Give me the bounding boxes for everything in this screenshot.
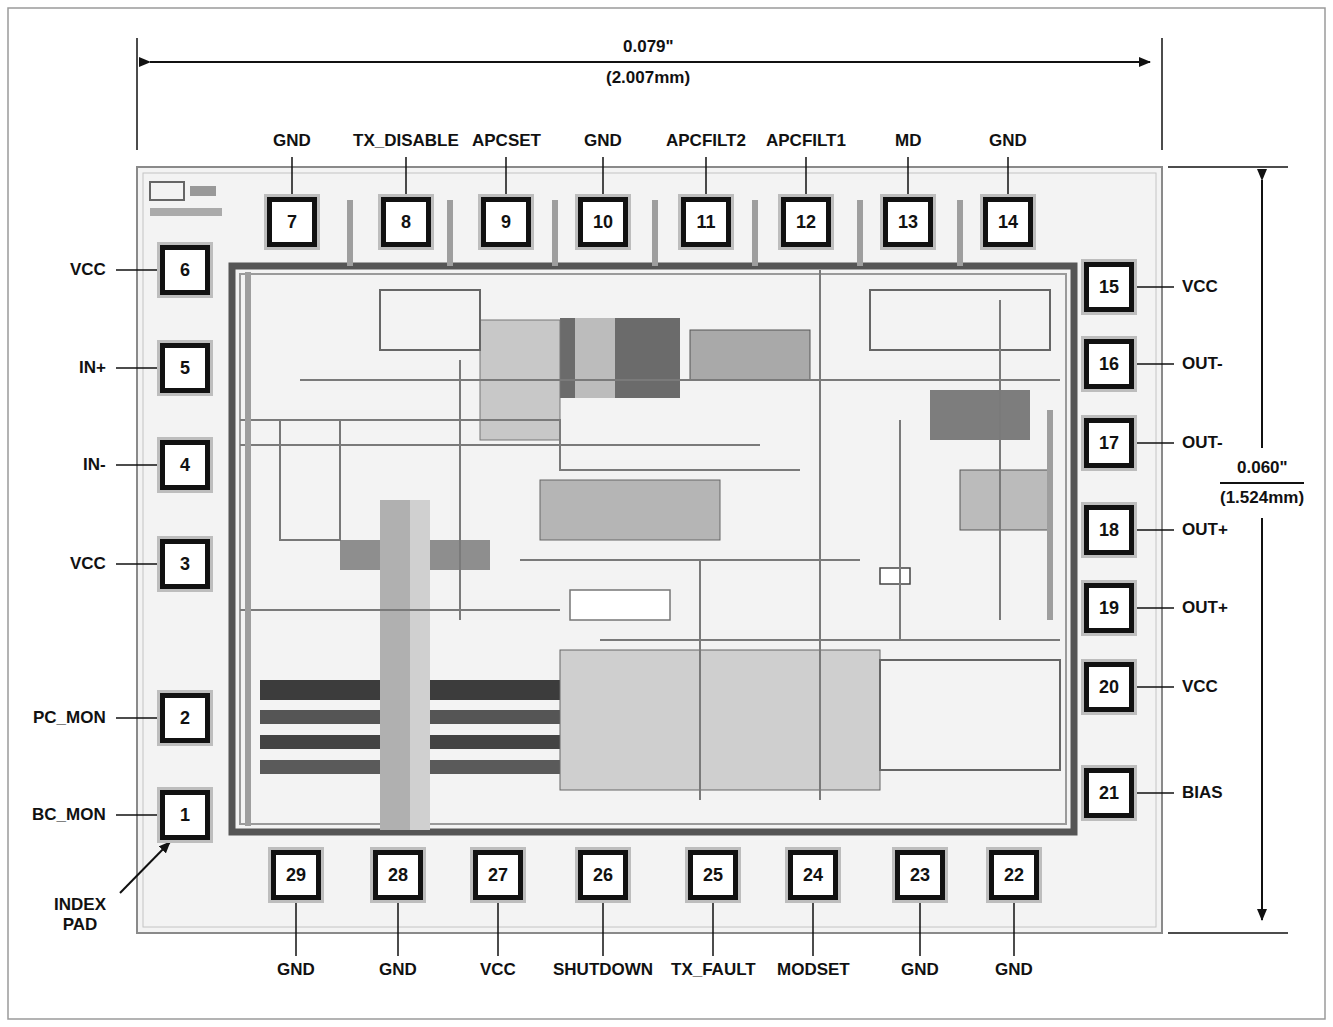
bond-pad: 8 <box>381 197 431 247</box>
pad-number: 2 <box>180 708 190 729</box>
bond-pad: 13 <box>883 197 933 247</box>
pin-name: VCC <box>1180 277 1220 297</box>
bond-pad: 5 <box>160 343 210 393</box>
pad-number: 7 <box>287 212 297 233</box>
pin-name: VCC <box>68 260 108 280</box>
pad-number: 23 <box>910 865 930 886</box>
pin-name: OUT- <box>1180 433 1225 453</box>
pad-number: 18 <box>1099 520 1119 541</box>
pad-number: 14 <box>998 212 1018 233</box>
bond-pad: 22 <box>989 850 1039 900</box>
pad-number: 5 <box>180 358 190 379</box>
bond-pad: 4 <box>160 440 210 490</box>
pin-name: SHUTDOWN <box>551 960 655 980</box>
pin-name: GND <box>993 960 1035 980</box>
pad-number: 27 <box>488 865 508 886</box>
pin-name: GND <box>582 131 624 151</box>
dimension-text: (2.007mm) <box>604 68 692 88</box>
pin-name: APCFILT1 <box>764 131 848 151</box>
bond-pad: 12 <box>781 197 831 247</box>
bond-pad: 6 <box>160 245 210 295</box>
bond-pad: 14 <box>983 197 1033 247</box>
bond-pad: 25 <box>688 850 738 900</box>
pin-name: GND <box>271 131 313 151</box>
bond-pad: 9 <box>481 197 531 247</box>
pad-number: 17 <box>1099 433 1119 454</box>
pin-name: PC_MON <box>31 708 108 728</box>
bond-pad: 23 <box>895 850 945 900</box>
bond-pad: 1 <box>160 790 210 840</box>
callout-text: INDEX PAD <box>48 895 112 934</box>
pin-name: TX_DISABLE <box>351 131 461 151</box>
pad-number: 29 <box>286 865 306 886</box>
pad-number: 26 <box>593 865 613 886</box>
pad-number: 9 <box>501 212 511 233</box>
bond-pad: 11 <box>681 197 731 247</box>
pad-number: 11 <box>696 212 715 233</box>
pin-name: GND <box>899 960 941 980</box>
pad-number: 21 <box>1099 783 1119 804</box>
pad-number: 1 <box>180 805 190 826</box>
pad-number: 20 <box>1099 677 1119 698</box>
bond-pad: 20 <box>1084 662 1134 712</box>
pad-number: 22 <box>1004 865 1024 886</box>
bond-pad: 28 <box>373 850 423 900</box>
pad-number: 15 <box>1099 277 1119 298</box>
bond-pad: 10 <box>578 197 628 247</box>
pad-number: 6 <box>180 260 190 281</box>
pad-number: 12 <box>796 212 816 233</box>
pin-name: VCC <box>478 960 518 980</box>
bond-pad: 19 <box>1084 583 1134 633</box>
pin-name: BC_MON <box>30 805 108 825</box>
pad-number: 4 <box>180 455 190 476</box>
pad-number: 24 <box>803 865 823 886</box>
pin-name: GND <box>377 960 419 980</box>
dimension-text: (1.524mm) <box>1218 488 1306 508</box>
pin-name: OUT+ <box>1180 520 1230 540</box>
bond-pad: 16 <box>1084 339 1134 389</box>
dimension-text: 0.079" <box>621 37 676 57</box>
pin-name: VCC <box>1180 677 1220 697</box>
bond-pad: 24 <box>788 850 838 900</box>
pin-name: OUT- <box>1180 354 1225 374</box>
pin-name: IN+ <box>77 358 108 378</box>
bond-pad: 15 <box>1084 262 1134 312</box>
bond-pad: 27 <box>473 850 523 900</box>
bond-pad: 7 <box>267 197 317 247</box>
pin-name: APCSET <box>470 131 543 151</box>
bond-pad: 29 <box>271 850 321 900</box>
pad-number: 19 <box>1099 598 1119 619</box>
bond-pad: 18 <box>1084 505 1134 555</box>
pad-number: 13 <box>898 212 918 233</box>
pin-name: GND <box>275 960 317 980</box>
pin-name: MD <box>893 131 923 151</box>
bond-pad: 3 <box>160 539 210 589</box>
pin-name: GND <box>987 131 1029 151</box>
dimension-text: 0.060" <box>1235 458 1290 478</box>
pad-number: 25 <box>703 865 723 886</box>
bond-pad: 2 <box>160 693 210 743</box>
bond-pad: 17 <box>1084 418 1134 468</box>
pin-name: OUT+ <box>1180 598 1230 618</box>
pad-number: 16 <box>1099 354 1119 375</box>
bond-pad: 26 <box>578 850 628 900</box>
pad-number: 28 <box>388 865 408 886</box>
pin-name: TX_FAULT <box>669 960 758 980</box>
pin-name: IN- <box>81 455 108 475</box>
pad-number: 8 <box>401 212 411 233</box>
bond-pad: 21 <box>1084 768 1134 818</box>
pad-number: 3 <box>180 554 190 575</box>
pad-number: 10 <box>593 212 613 233</box>
pin-name: APCFILT2 <box>664 131 748 151</box>
pin-name: VCC <box>68 554 108 574</box>
pin-name: MODSET <box>775 960 852 980</box>
pin-name: BIAS <box>1180 783 1225 803</box>
